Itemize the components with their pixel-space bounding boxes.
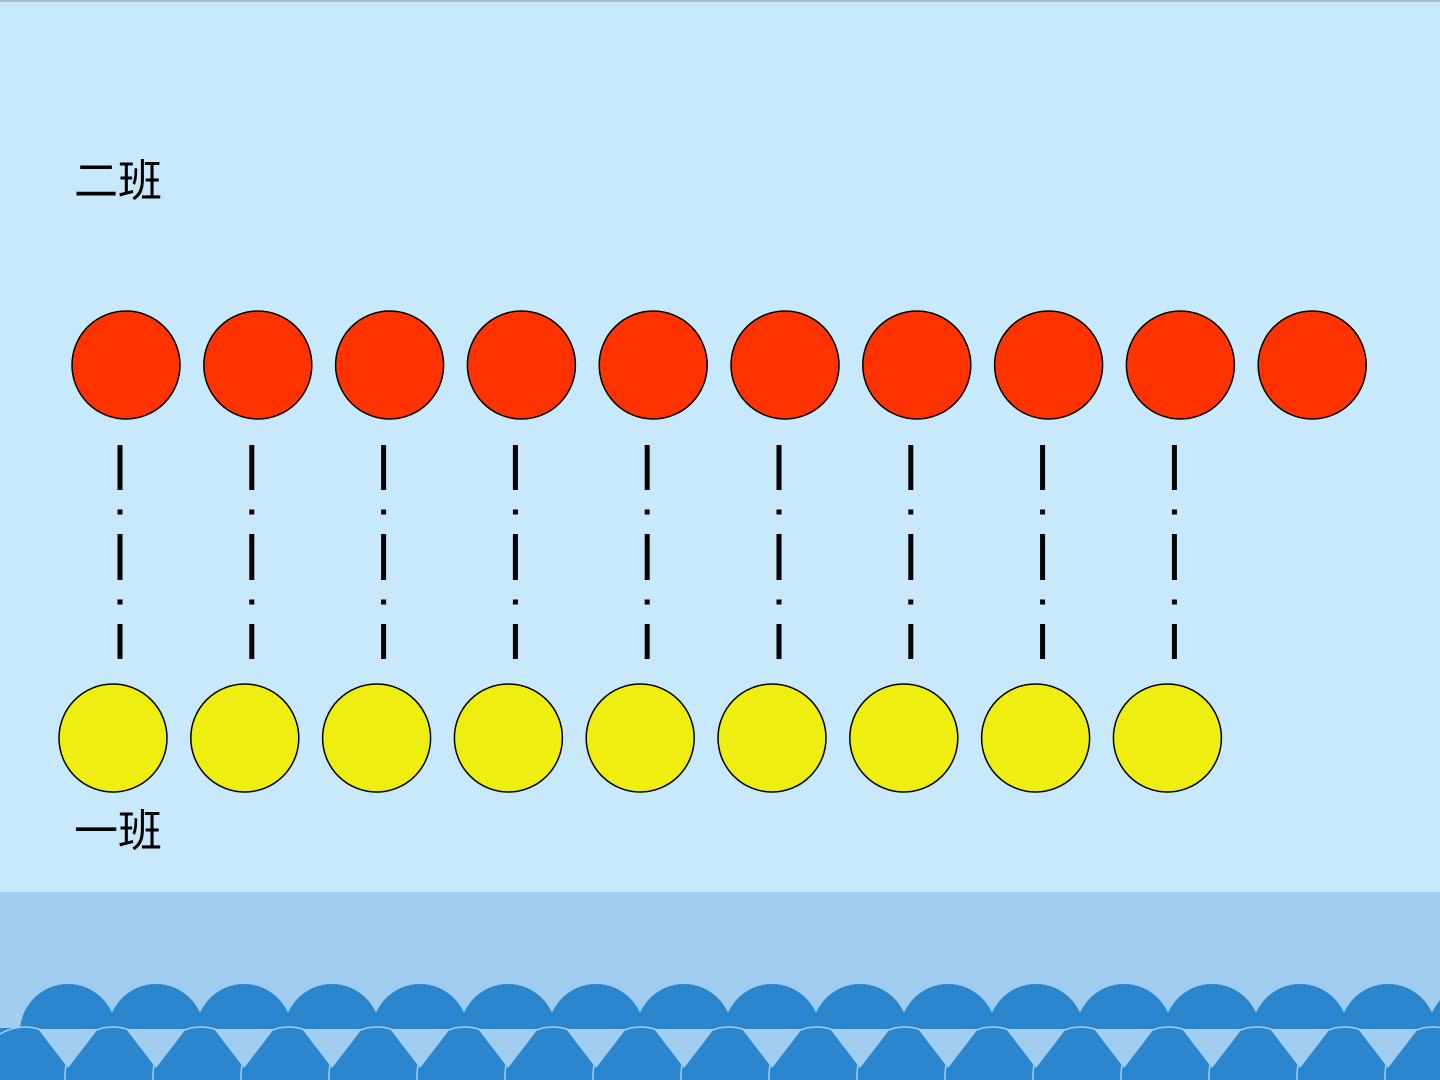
pair-connector <box>381 445 387 659</box>
wave-shape <box>1384 1026 1440 1080</box>
wave-gap <box>478 1029 538 1068</box>
bottom-circle-row <box>58 683 1223 793</box>
top-circle <box>993 310 1104 420</box>
top-circle <box>862 310 972 420</box>
top-circle <box>466 310 577 420</box>
pair-connector <box>117 445 123 659</box>
connector-lines <box>117 445 1177 659</box>
bottom-circle <box>585 683 695 793</box>
wave-gap <box>126 1029 186 1068</box>
pair-connector <box>249 445 255 659</box>
wave-gap <box>1094 1029 1154 1068</box>
bottom-circle <box>453 683 564 793</box>
bottom-circle <box>717 683 827 793</box>
top-circle <box>334 310 445 420</box>
top-edge-line <box>0 0 1440 2</box>
wave-gap <box>1270 1029 1330 1068</box>
top-circle <box>598 310 708 420</box>
wave-gap <box>390 1029 450 1068</box>
top-group-label: 二班 <box>74 156 162 207</box>
wave-gap <box>1182 1029 1242 1068</box>
top-circle <box>203 310 313 420</box>
wave-gap <box>302 1029 362 1068</box>
bottom-circle <box>1112 683 1223 793</box>
pair-connector <box>1171 445 1177 659</box>
pair-connector <box>776 445 782 659</box>
pair-connector <box>512 445 518 659</box>
pair-connector <box>644 445 650 659</box>
wave-gap <box>566 1029 626 1068</box>
pair-connector <box>1040 445 1046 659</box>
wave-gap <box>214 1029 274 1068</box>
bottom-circle <box>849 683 959 793</box>
decorative-waves <box>0 984 1440 1080</box>
wave-gap <box>1358 1029 1418 1068</box>
bottom-circle <box>980 683 1091 793</box>
wave-gap <box>918 1029 978 1068</box>
wave-gap <box>1006 1029 1066 1068</box>
top-circle-row <box>71 310 1367 420</box>
wave-gap <box>38 1029 98 1068</box>
wave-gap <box>742 1029 802 1068</box>
wave-gap <box>654 1029 714 1068</box>
bottom-group-label: 一班 <box>74 806 162 857</box>
bottom-circle <box>190 683 300 793</box>
wave-gap <box>830 1029 890 1068</box>
bottom-circle <box>321 683 432 793</box>
bottom-circle <box>58 683 168 793</box>
top-circle <box>71 310 181 420</box>
top-circle <box>1257 310 1367 420</box>
top-circle <box>1125 310 1236 420</box>
pair-connector <box>908 445 914 659</box>
top-circle <box>730 310 840 420</box>
